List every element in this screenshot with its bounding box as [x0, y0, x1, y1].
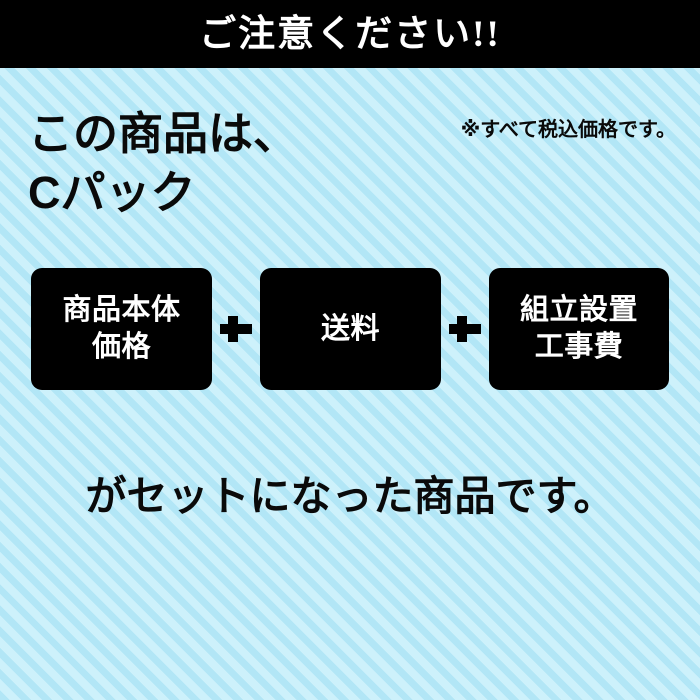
- headline: この商品は、 Cパック: [28, 104, 298, 223]
- tax-included-note: ※すべて税込価格です。: [460, 119, 676, 141]
- fee-box-assembly-fee: 組立設置 工事費: [489, 268, 669, 390]
- header-banner: ご注意ください!!: [0, 0, 700, 68]
- headline-line-2: Cパック: [28, 167, 196, 219]
- plus-icon-2: [446, 310, 484, 348]
- headline-line-1: この商品は、: [28, 108, 299, 159]
- fee-box-product-price: 商品本体 価格: [31, 268, 212, 390]
- fee-box-shipping-fee-label: 送料: [320, 312, 380, 345]
- plus-icon-1: [217, 310, 255, 348]
- fee-boxes-row: 商品本体 価格 送料 組立設置 工事費: [31, 268, 669, 390]
- fee-box-product-price-label: 商品本体 価格: [62, 294, 181, 363]
- header-title: ご注意ください!!: [199, 13, 501, 55]
- fee-box-assembly-fee-label: 組立設置 工事費: [519, 294, 638, 363]
- footer-summary-text: がセットになった商品です。: [85, 473, 615, 519]
- fee-box-shipping-fee: 送料: [260, 268, 441, 390]
